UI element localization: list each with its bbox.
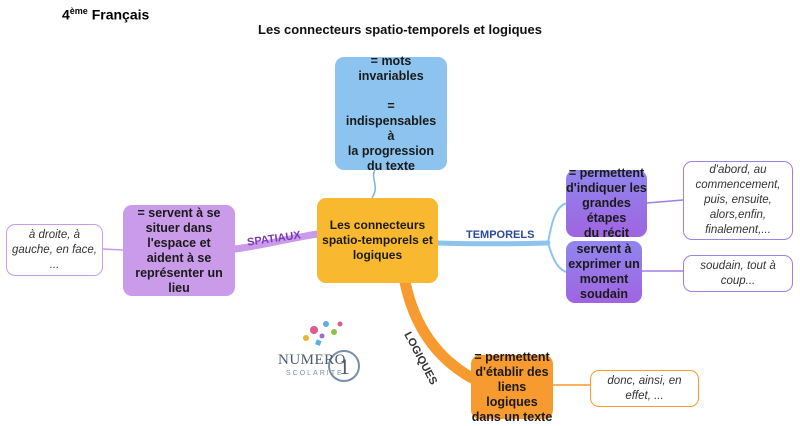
logo-number: 1 [339, 354, 350, 379]
page-title: Les connecteurs spatio-temporels et logi… [258, 22, 542, 37]
level-label: 4ème Français [62, 6, 150, 23]
node-center: Les connecteurs spatio-temporels et logi… [317, 198, 438, 283]
logo-text: NUMERO [278, 352, 347, 368]
link-temporels-note-1 [646, 199, 684, 204]
note-logiques: donc, ainsi, en effet, ... [590, 370, 699, 407]
note-spatiaux: à droite, à gauche, en face, ... [6, 224, 103, 276]
note-temporels-soudain: soudain, tout à coup... [683, 255, 793, 292]
node-spatiaux: = servent à se situer dans l'espace et a… [123, 205, 235, 296]
link-logiques [399, 276, 478, 384]
note-temporels-etapes: d'abord, au commencement, puis, ensuite,… [683, 161, 793, 240]
numero1-logo: NUMERO SCOLARITE 1 [276, 318, 366, 392]
link-spatiaux-note [102, 248, 124, 251]
link-temporels [435, 240, 551, 247]
link-spatiaux [231, 230, 322, 253]
link-temporels-split-2 [547, 242, 567, 273]
node-logiques: = permettent d'établir des liens logique… [471, 349, 553, 424]
node-temporels-etapes: = permettent d'indiquer les grandes étap… [566, 166, 647, 240]
node-invariables: = mots invariables = indispensables à la… [335, 54, 447, 173]
link-temporels-split-1 [547, 202, 568, 244]
logo-subtext: SCOLARITE [286, 370, 344, 377]
logo-mark [303, 321, 360, 382]
link-top [371, 169, 376, 199]
label-temporels: TEMPORELS [466, 229, 535, 241]
node-temporels-soudain: servent à exprimer un moment soudain [566, 241, 642, 303]
